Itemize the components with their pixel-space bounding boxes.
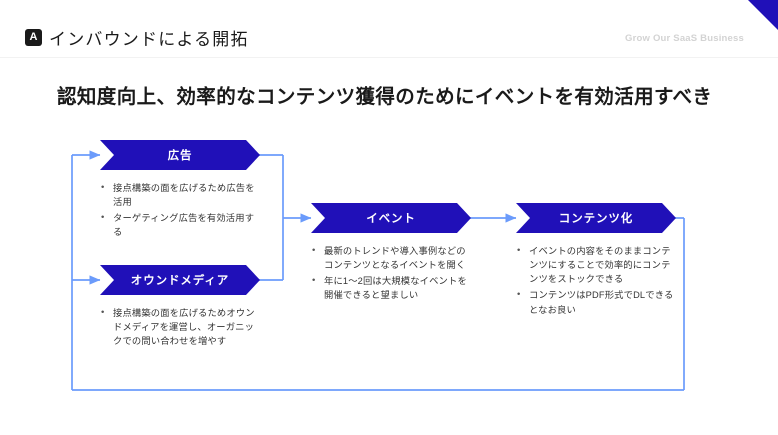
list-item: イベントの内容をそのままコンテンツにすることで効率的にコンテンツをストックできる: [516, 243, 678, 286]
stage-owned-media: オウンドメディア 接点構築の面を広げるためオウンドメディアを運営し、オーガニック…: [100, 265, 260, 350]
brand-tagline: Grow Our SaaS Business: [625, 33, 744, 44]
stage-contentification-label: コンテンツ化: [558, 213, 634, 225]
headline: 認知度向上、効率的なコンテンツ獲得のためにイベントを有効活用すべき: [57, 86, 713, 108]
letter-a-badge-icon: A: [25, 29, 42, 46]
slide-header: A インバウンドによる開拓 Grow Our SaaS Business: [0, 0, 778, 58]
stage-contentification-header[interactable]: コンテンツ化: [516, 203, 676, 233]
stage-owned-media-header[interactable]: オウンドメディア: [100, 265, 260, 295]
stage-ads-label: 広告: [167, 150, 193, 162]
stage-ads-header[interactable]: 広告: [100, 140, 260, 170]
stage-event: イベント 最新のトレンドや導入事例などのコンテンツとなるイベントを開く 年に1〜…: [311, 203, 471, 305]
header-divider: [0, 57, 778, 58]
corner-triangle-accent-icon: [748, 0, 778, 30]
stage-event-bullets: 最新のトレンドや導入事例などのコンテンツとなるイベントを開く 年に1〜2回は大規…: [311, 243, 473, 303]
stage-ads-bullets: 接点構築の面を広げるため広告を活用 ターゲティング広告を有効活用する: [100, 180, 260, 240]
stage-owned-media-label: オウンドメディア: [130, 275, 230, 287]
list-item: 最新のトレンドや導入事例などのコンテンツとなるイベントを開く: [311, 243, 473, 272]
list-item: ターゲティング広告を有効活用する: [100, 211, 260, 239]
list-item: 接点構築の面を広げるため広告を活用: [100, 180, 260, 209]
list-item: コンテンツはPDF形式でDLできるとなお良い: [516, 288, 678, 316]
list-item: 年に1〜2回は大規模なイベントを開催できると望ましい: [311, 274, 473, 302]
stage-contentification: コンテンツ化 イベントの内容をそのままコンテンツにすることで効率的にコンテンツを…: [516, 203, 676, 319]
stage-ads: 広告 接点構築の面を広げるため広告を活用 ターゲティング広告を有効活用する: [100, 140, 260, 242]
stage-event-header[interactable]: イベント: [311, 203, 471, 233]
stage-event-label: イベント: [366, 213, 416, 225]
list-item: 接点構築の面を広げるためオウンドメディアを運営し、オーガニックでの問い合わせを増…: [100, 305, 260, 348]
page-title: インバウンドによる開拓: [49, 30, 249, 49]
stage-contentification-bullets: イベントの内容をそのままコンテンツにすることで効率的にコンテンツをストックできる…: [516, 243, 678, 317]
stage-owned-media-bullets: 接点構築の面を広げるためオウンドメディアを運営し、オーガニックでの問い合わせを増…: [100, 305, 260, 348]
